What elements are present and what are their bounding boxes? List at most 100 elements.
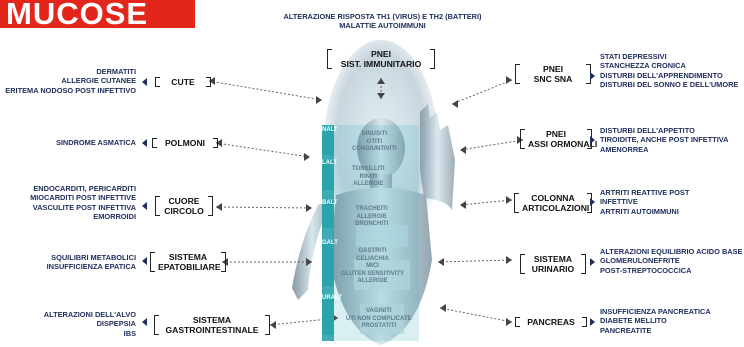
- bracket: [430, 49, 435, 69]
- text-line: STANCHEZZA CRONICA: [600, 61, 738, 70]
- box-line: PANCREAS: [523, 317, 579, 327]
- text-line: STATI DEPRESSIVI: [600, 52, 738, 61]
- text-line: POST-STREPTOCOCCICA: [600, 266, 742, 275]
- bracket: [150, 252, 155, 272]
- bullet-icon: [590, 258, 595, 266]
- malt-tag-label: BALT: [322, 200, 338, 206]
- bracket: [520, 254, 525, 274]
- text-line: ALTERAZIONI EQUILIBRIO ACIDO BASE: [600, 247, 742, 256]
- body-label-line: ALLERGIE: [355, 214, 388, 222]
- right-text-pancreas: INSUFFICIENZA PANCREATICA DIABETE MELLIT…: [600, 307, 711, 335]
- bracket: [515, 317, 520, 327]
- text-line: EMORROIDI: [0, 212, 136, 221]
- text-line: DIABETE MELLITO: [600, 316, 711, 325]
- body-label-pelvis: VAGINITI UTI NON COMPLICATE PROSTATITI: [346, 308, 412, 331]
- left-text-gastrointestinale: ALTERAZIONI DELL'ALVO DISPEPSIA IBS: [0, 310, 136, 338]
- text-line: INSUFFICIENZA EPATICA: [0, 262, 136, 271]
- text-line: SINDROME ASMATICA: [0, 138, 136, 147]
- bracket: [520, 129, 525, 149]
- box-polmoni: POLMONI: [160, 138, 210, 148]
- box-line: SIST. IMMUNITARIO: [335, 59, 427, 69]
- bracket: [213, 138, 218, 148]
- bracket: [514, 193, 519, 213]
- box-sistema-gastrointestinale: SISTEMA GASTROINTESTINALE: [162, 315, 262, 335]
- box-pnei-assi-ormonali: PNEI ASSI ORMONALI: [528, 129, 584, 149]
- text-line: IBS: [0, 329, 136, 338]
- box-line: SNC SNA: [523, 74, 583, 84]
- malt-tag-uralt: URALT: [322, 295, 334, 335]
- bracket: [152, 138, 157, 148]
- bracket: [265, 315, 270, 335]
- bullet-icon: [590, 136, 595, 144]
- bracket: [515, 64, 520, 84]
- malt-tag-label: GALT: [322, 240, 338, 246]
- body-label-line: MICI: [341, 263, 404, 271]
- bracket: [221, 252, 226, 272]
- text-line: VASCULITE POST INFETTIVA: [0, 203, 136, 212]
- bullet-icon: [590, 198, 595, 206]
- left-text-cute: DERMATITI ALLERGIE CUTANEE ERITEMA NODOS…: [0, 67, 136, 95]
- left-text-polmoni: SINDROME ASMATICA: [0, 138, 136, 147]
- box-cuore-circolo: CUORE CIRCOLO: [163, 196, 205, 216]
- body-label-throat: TONSILLITI RINITI ALLERGIE: [352, 166, 385, 189]
- right-text-snc: STATI DEPRESSIVI STANCHEZZA CRONICA DIST…: [600, 52, 738, 90]
- bracket: [582, 317, 587, 327]
- box-sistema-urinario: SISTEMA URINARIO: [528, 254, 578, 274]
- body-label-line: ALLERGIE: [352, 181, 385, 189]
- body-label-line: UTI NON COMPLICATE: [346, 316, 412, 324]
- text-line: SQUILIBRI METABOLICI: [0, 253, 136, 262]
- box-line: SISTEMA: [162, 315, 262, 325]
- text-line: DISPEPSIA: [0, 319, 136, 328]
- malt-tag-balt: BALT: [322, 200, 334, 228]
- text-line: MIOCARDITI POST INFETTIVE: [0, 193, 136, 202]
- box-line: SISTEMA: [528, 254, 578, 264]
- text-line: DISTURBI DELL'APPRENDIMENTO: [600, 71, 738, 80]
- body-label-line: ALLERGIE: [341, 278, 404, 286]
- malt-tag-lalt: LALT: [322, 160, 334, 190]
- bracket: [327, 49, 332, 69]
- body-label-line: TONSILLITI: [352, 166, 385, 174]
- box-line: EPATOBILIARE: [158, 262, 218, 272]
- body-label-line: GLUTEN SENSITIVITY: [341, 271, 404, 279]
- left-text-epatobiliare: SQUILIBRI METABOLICI INSUFFICIENZA EPATI…: [0, 253, 136, 272]
- text-line: ALTERAZIONI DELL'ALVO: [0, 310, 136, 319]
- bullet-icon: [142, 139, 147, 147]
- body-label-line: RINITI: [352, 174, 385, 182]
- malt-tag-galt: GALT: [322, 240, 334, 286]
- right-text-articolazioni: ARTRITI REATTIVE POST INFETTIVE ARTRITI …: [600, 188, 689, 216]
- top-description-line: MALATTIE AUTOIMMUNI: [270, 21, 495, 30]
- text-line: GLOMERULONEFRITE: [600, 256, 742, 265]
- bracket: [581, 254, 586, 274]
- body-label-line: CELIACHIA: [341, 256, 404, 264]
- box-line: POLMONI: [160, 138, 210, 148]
- text-line: ARTRITI REATTIVE POST: [600, 188, 689, 197]
- bullet-icon: [142, 78, 147, 86]
- left-text-cuore: ENDOCARDITI, PERICARDITI MIOCARDITI POST…: [0, 184, 136, 222]
- body-label-chest: TRACHEITI ALLERGIE BRONCHITI: [355, 206, 388, 229]
- body-label-line: BRONCHITI: [355, 221, 388, 229]
- malt-tag-nalt: NALT: [322, 127, 334, 155]
- body-label-abdomen: GASTRITI CELIACHIA MICI GLUTEN SENSITIVI…: [341, 248, 404, 286]
- bullet-icon: [590, 72, 595, 80]
- bracket: [154, 315, 159, 335]
- box-line: CUTE: [163, 77, 203, 87]
- text-line: INFETTIVE: [600, 197, 689, 206]
- bracket: [206, 77, 211, 87]
- text-line: AMENORREA: [600, 145, 729, 154]
- box-colonna-articolazioni: COLONNA ARTICOLAZIONI: [522, 193, 584, 213]
- bullet-icon: [142, 257, 147, 265]
- body-label-line: GASTRITI: [341, 248, 404, 256]
- box-pancreas: PANCREAS: [523, 317, 579, 327]
- text-line: ARTRITI AUTOIMMUNI: [600, 207, 689, 216]
- box-line: PNEI: [528, 129, 584, 139]
- right-text-urinario: ALTERAZIONI EQUILIBRIO ACIDO BASE GLOMER…: [600, 247, 742, 275]
- top-description: ALTERAZIONE RISPOSTA Th1 (VIRUS) E Th2 (…: [270, 12, 495, 31]
- bullet-icon: [142, 202, 147, 210]
- body-label-line: PROSTATITI: [346, 323, 412, 331]
- box-line: PNEI: [335, 49, 427, 59]
- body-label-line: CONGIUNTIVITI: [352, 146, 397, 154]
- right-text-ormonali: DISTURBI DELL'APPETITO TIROIDITE, ANCHE …: [600, 126, 729, 154]
- box-line: GASTROINTESTINALE: [162, 325, 262, 335]
- bullet-icon: [590, 318, 595, 326]
- text-line: TIROIDITE, ANCHE POST INFETTIVA: [600, 135, 729, 144]
